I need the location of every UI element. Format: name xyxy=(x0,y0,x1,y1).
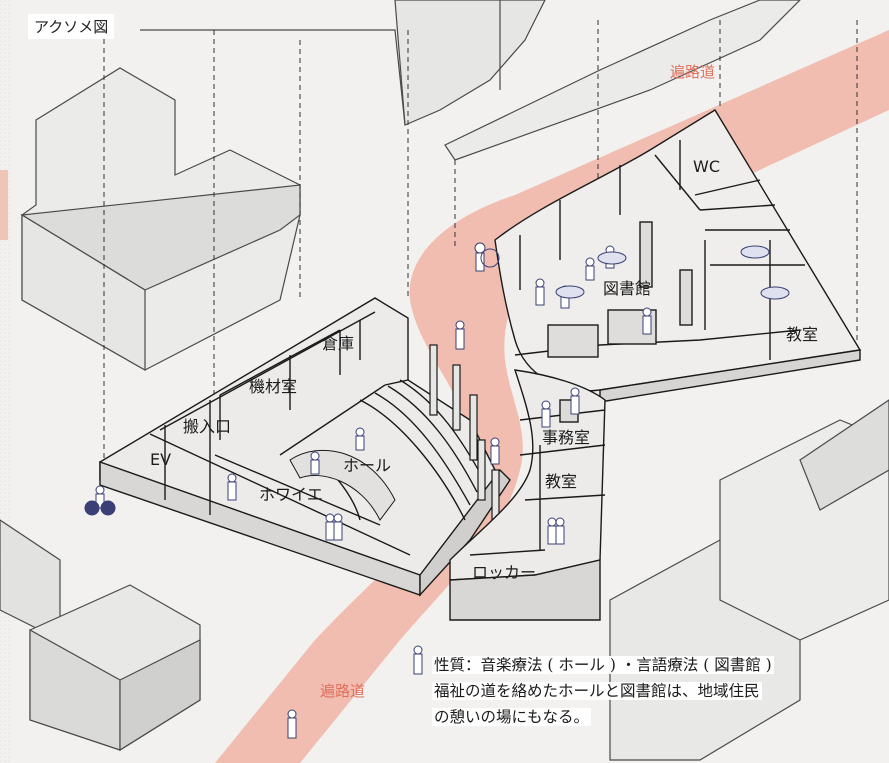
room-label-ev: EV xyxy=(150,450,171,469)
note-line-2: 福祉の道を絡めたホールと図書館は、地域住民 xyxy=(432,682,762,700)
room-label-classroom-center: 教室 xyxy=(545,472,577,491)
diagram-title: アクソメ図 xyxy=(28,14,115,39)
room-label-equipment-room: 機材室 xyxy=(249,377,297,396)
library-tables xyxy=(555,245,790,300)
note-line-3: の憩いの場にもなる。 xyxy=(432,708,592,726)
room-label-hall: ホール xyxy=(343,456,391,475)
path-label-bottom: 遍路道 xyxy=(320,682,365,700)
room-label-wc: WC xyxy=(693,157,720,176)
path-label-top: 遍路道 xyxy=(670,63,715,81)
hall-building xyxy=(99,297,511,597)
projection-lines xyxy=(103,20,858,475)
office-building xyxy=(449,369,606,621)
columns xyxy=(429,344,500,526)
room-label-loading-entrance: 搬入口 xyxy=(183,417,231,436)
room-label-foyer: ホワイエ xyxy=(259,485,323,504)
room-label-locker: ロッカー xyxy=(472,563,536,582)
room-label-storage: 倉庫 xyxy=(322,334,354,353)
margin-mark xyxy=(0,170,8,240)
description-note: 性質：音楽療法 ( ホール ) ・言語療法 ( 図書館 ) 福祉の道を絡めたホー… xyxy=(432,652,882,730)
left-margin xyxy=(0,0,12,763)
note-line-1: 性質：音楽療法 ( ホール ) ・言語療法 ( 図書館 ) xyxy=(432,656,774,674)
people-figures xyxy=(84,242,652,739)
room-label-office: 事務室 xyxy=(542,428,590,447)
room-label-classroom-right: 教室 xyxy=(786,325,818,344)
room-label-library: 図書館 xyxy=(603,279,651,298)
